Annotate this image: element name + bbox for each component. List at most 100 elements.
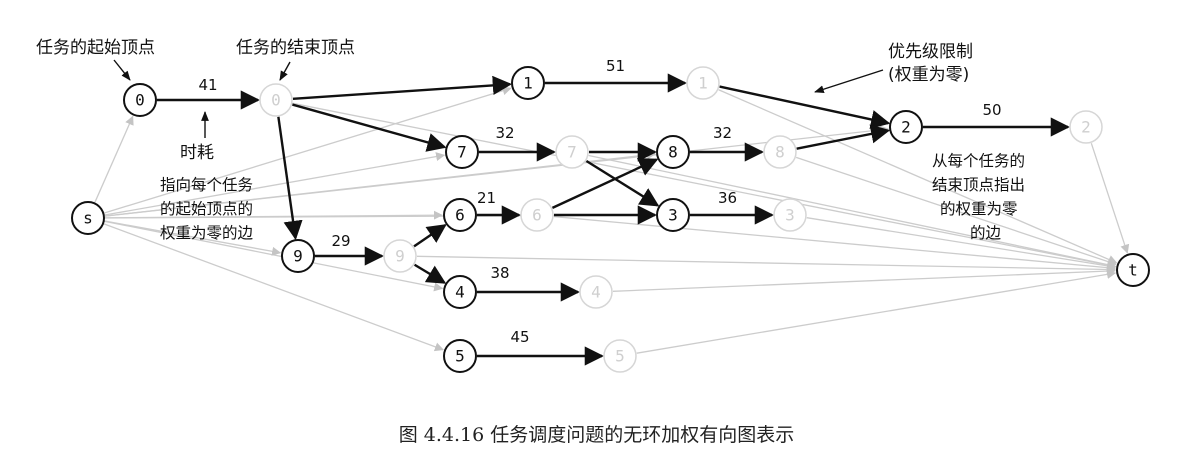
source-note-line2: 的起始顶点的: [160, 200, 253, 218]
vertex-circle-s9: [281, 239, 315, 273]
vertex-label-e3: 3: [785, 206, 795, 225]
sink-note-line4: 的边: [970, 224, 1002, 242]
precedence-label-line1: 优先级限制: [888, 42, 973, 62]
sink-note-line1: 从每个任务的: [932, 152, 1025, 170]
source-edge-s0: [94, 115, 134, 203]
vertex-circle-e9: [383, 239, 417, 273]
vertex-circle-e3: [773, 198, 807, 232]
source-edge-s1: [104, 86, 512, 214]
vertex-label-s6: 6: [455, 206, 465, 225]
precedence-edge-e0-s7: [292, 103, 447, 152]
sink-note-line3: 的权重为零: [940, 200, 1018, 218]
vertex-circle-e5: [603, 339, 637, 373]
weighted-edges: [157, 73, 1070, 366]
vertex-e8: 8: [763, 135, 797, 169]
source-edge-s5: [103, 223, 444, 352]
sink-edge-e6: [553, 215, 1116, 273]
vertex-label-e9: 9: [395, 247, 405, 266]
vertex-s3: 3: [656, 198, 690, 232]
vertex-circle-e0: [259, 83, 293, 117]
vertex-circle-e4: [579, 275, 613, 309]
vertex-label-s9: 9: [293, 247, 303, 266]
vertex-s0: 0: [123, 83, 157, 117]
precedence-edge-e9-s4: [413, 263, 447, 284]
vertex-label-s0: 0: [135, 91, 145, 110]
duration-label: 时耗: [180, 143, 214, 163]
annotation-pointers: [113, 59, 884, 138]
pointer-job-start: [113, 59, 131, 81]
vertex-e7: 7: [555, 135, 589, 169]
vertex-e9: 9: [383, 239, 417, 273]
vertex-label-s2: 2: [901, 118, 911, 137]
vertex-circle-e7: [555, 135, 589, 169]
precedence-edge-e7-s3: [585, 159, 660, 207]
edge-weight-s4: 38: [490, 264, 509, 282]
edge-weight-s0: 41: [198, 76, 217, 94]
vertex-circle-s3: [656, 198, 690, 232]
sink-edge-e9: [416, 255, 1116, 275]
vertex-e5: 5: [603, 339, 637, 373]
source-note-line1: 指向每个任务: [160, 176, 253, 194]
vertex-s6: 6: [443, 198, 477, 232]
precedence-edge-e9-s6: [413, 224, 447, 248]
vertex-label-e7: 7: [567, 143, 577, 162]
vertex-circle-e8: [763, 135, 797, 169]
vertex-circle-s6: [443, 198, 477, 232]
vertex-label-t: t: [1128, 261, 1138, 280]
vertex-e1: 1: [686, 66, 720, 100]
sink-edge-e0: [292, 102, 1117, 270]
precedence-edge-e0-s9: [277, 116, 303, 241]
vertex-label-e6: 6: [532, 206, 542, 225]
precedence-label-line2: (权重为零): [888, 65, 969, 85]
vertex-label-s4: 4: [455, 283, 465, 302]
vertex-label-e2: 2: [1081, 118, 1091, 137]
vertex-circle-s4: [443, 275, 477, 309]
vertex-s9: 9: [281, 239, 315, 273]
vertex-circle-e6: [520, 198, 554, 232]
vertex-label-e4: 4: [591, 283, 601, 302]
vertex-s4: 4: [443, 275, 477, 309]
source-edge-s6: [104, 210, 443, 220]
vertex-circle-s0: [123, 83, 157, 117]
source-note-line3: 权重为零的边: [160, 224, 254, 242]
vertex-circle-s1: [511, 66, 545, 100]
vertex-e3: 3: [773, 198, 807, 232]
vertex-label-s3: 3: [668, 206, 678, 225]
sink-edge-e8: [795, 156, 1117, 267]
edge-weight-s2: 50: [982, 101, 1001, 119]
vertex-s: s: [71, 201, 105, 235]
sink-edge-e4: [612, 266, 1116, 292]
vertex-e6: 6: [520, 198, 554, 232]
vertex-s8: 8: [656, 135, 690, 169]
edge-weight-s5: 45: [510, 328, 529, 346]
vertex-circle-s7: [445, 135, 479, 169]
figure-caption: 图 4.4.16 任务调度问题的无环加权有向图表示: [398, 424, 795, 446]
vertex-circle-s5: [443, 339, 477, 373]
edge-weight-s1: 51: [606, 57, 625, 75]
vertex-circle-s8: [656, 135, 690, 169]
sink-edge-e5: [636, 269, 1117, 354]
edge-weight-s7: 32: [495, 124, 514, 142]
vertex-label-s7: 7: [457, 143, 467, 162]
source-edge-s7: [104, 152, 446, 216]
vertex-circle-s: [71, 201, 105, 235]
edge-weight-s9: 29: [331, 232, 350, 250]
zero-weight-edges: [94, 86, 1130, 354]
edge-weight-s6: 21: [477, 189, 496, 207]
vertex-s7: 7: [445, 135, 479, 169]
vertex-t: t: [1116, 253, 1150, 287]
vertex-circle-e2: [1069, 110, 1103, 144]
vertex-label-s8: 8: [668, 143, 678, 162]
job-start-vertex-label: 任务的起始顶点: [36, 38, 155, 58]
pointer-precedence: [814, 69, 884, 94]
vertex-label-e5: 5: [615, 347, 625, 366]
vertex-label-e1: 1: [698, 74, 708, 93]
vertex-e4: 4: [579, 275, 613, 309]
precedence-edge-e6-s8: [551, 158, 659, 209]
precedence-edge-e1-s2: [719, 85, 891, 129]
vertex-s1: 1: [511, 66, 545, 100]
